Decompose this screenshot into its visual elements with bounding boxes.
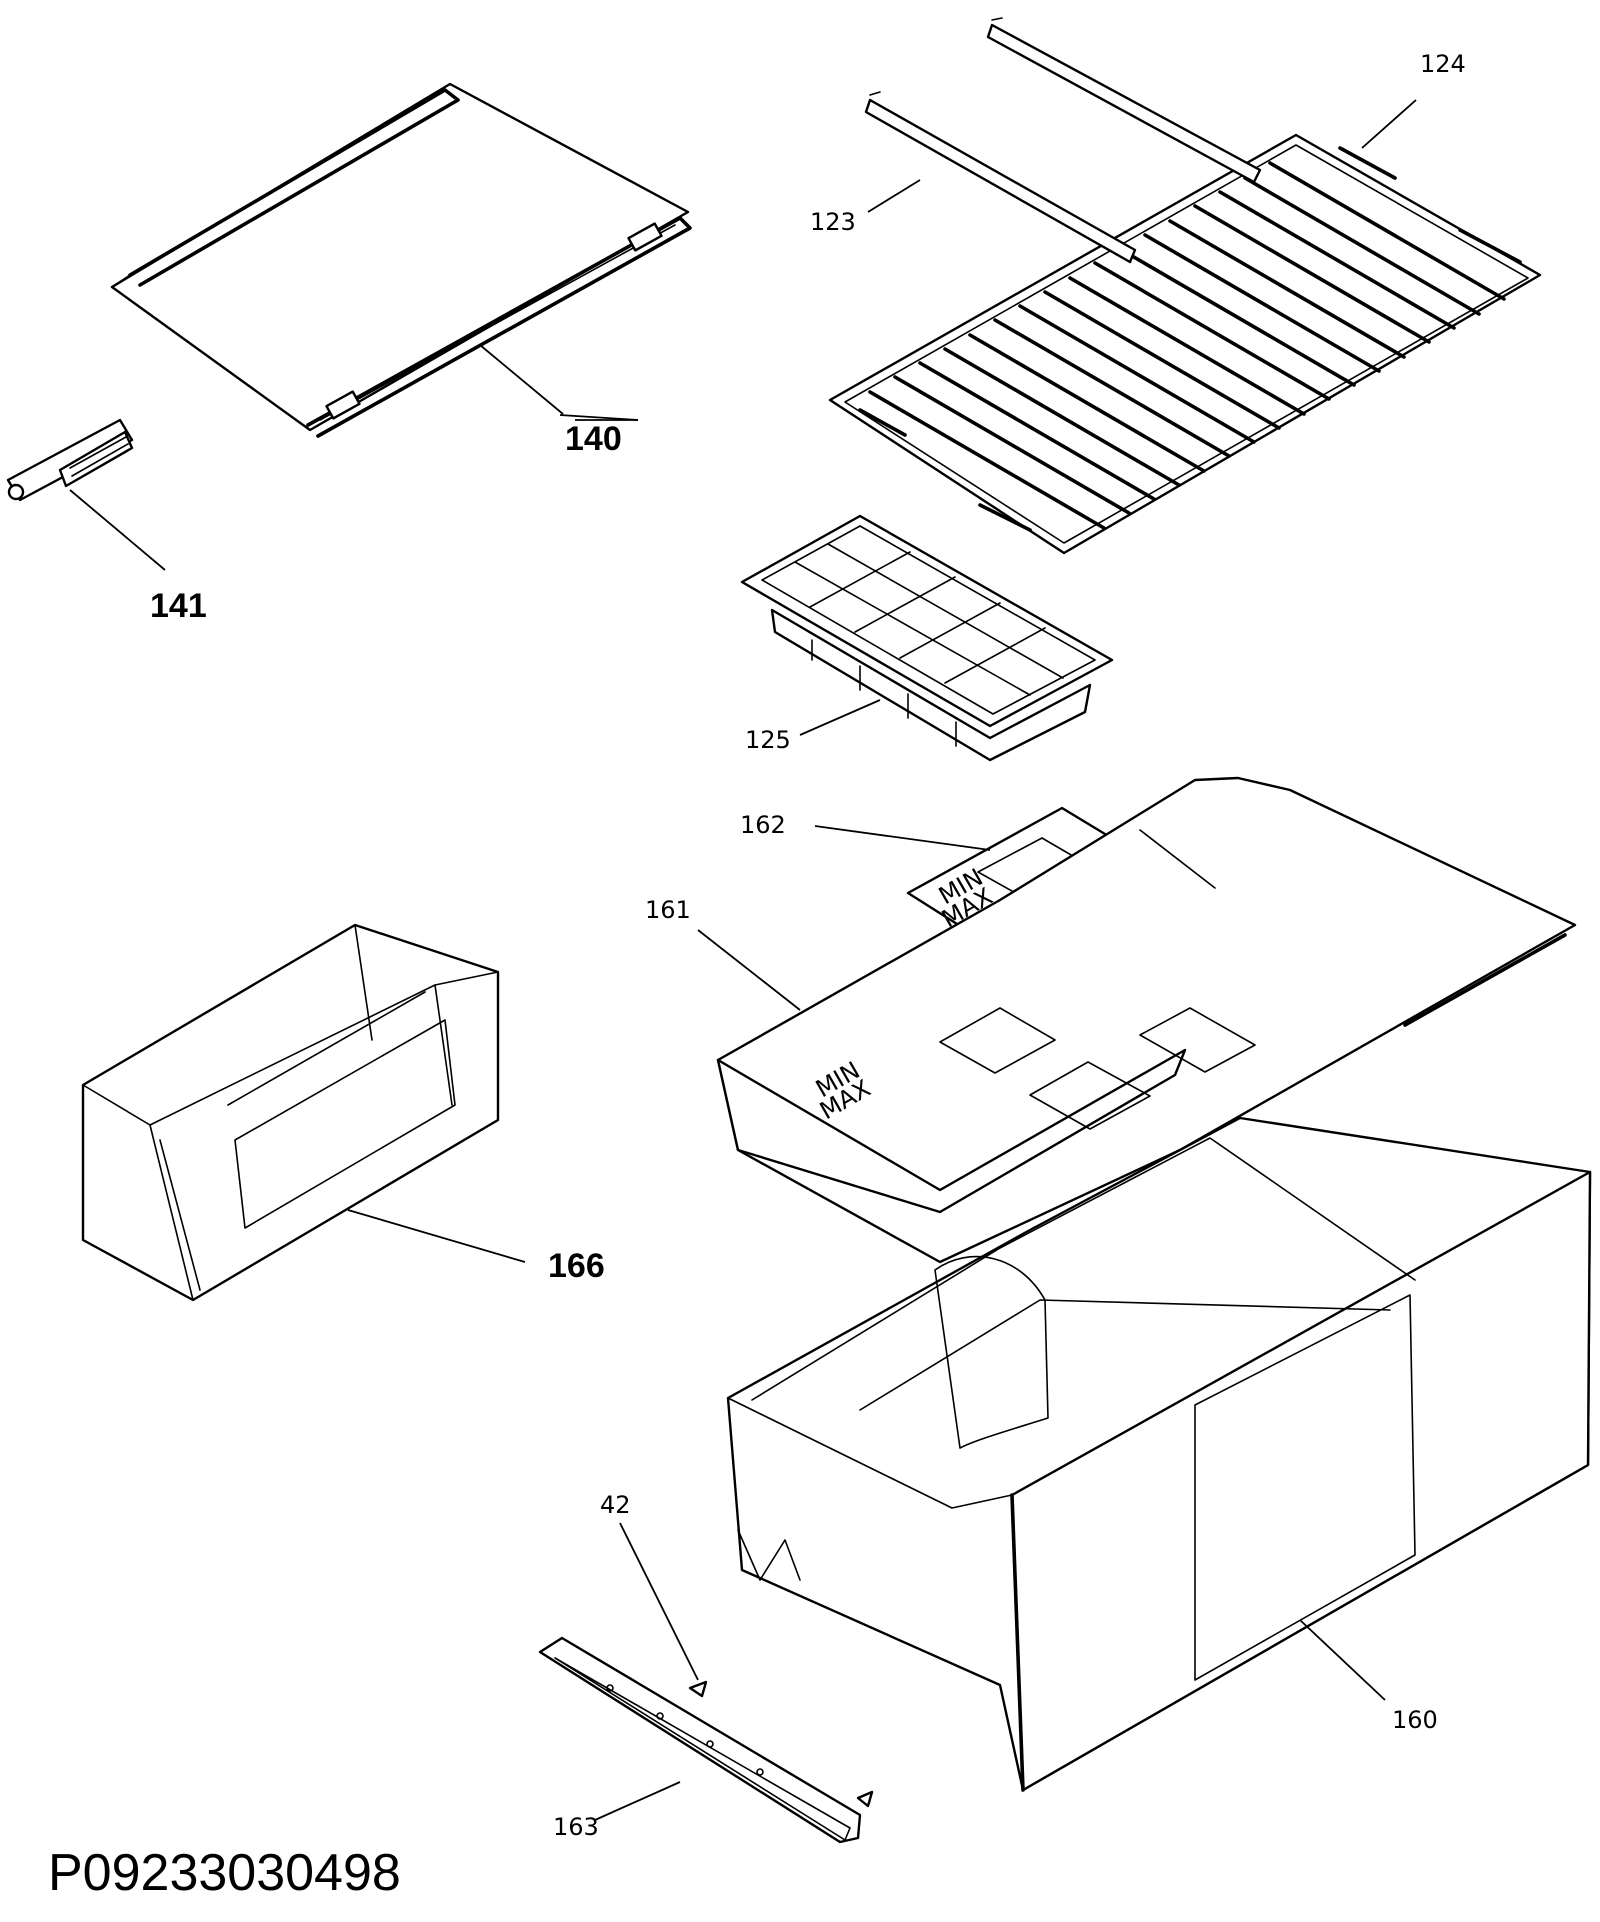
callout-125: 125 (745, 726, 791, 754)
part-163-slide-rail (538, 1636, 862, 1844)
callout-162: 162 (740, 811, 786, 839)
callout-42: 42 (600, 1491, 631, 1519)
part-140-glass-shelf (110, 82, 692, 438)
callout-123: 123 (810, 208, 856, 236)
callout-166: 166 (548, 1247, 605, 1285)
callout-160: 160 (1392, 1706, 1438, 1734)
document-id: P09233030498 (48, 1844, 401, 1902)
callout-124: 124 (1420, 50, 1466, 78)
callout-163: 163 (553, 1813, 599, 1841)
part-42-screw-icon (688, 1680, 874, 1808)
part-166-bin (81, 923, 500, 1302)
callout-140: 140 (565, 420, 622, 458)
part-125-ice-tray (740, 514, 1114, 762)
callout-161: 161 (645, 896, 691, 924)
part-123-shelf-rails (864, 17, 1262, 264)
callout-141: 141 (150, 587, 207, 625)
part-141-bracket (6, 418, 134, 502)
leader-lines (69, 99, 1417, 1821)
part-124-wire-shelf (828, 133, 1542, 555)
part-161-crisper-lid: MIN MAX (716, 776, 1577, 1264)
part-160-crisper-drawer (726, 1116, 1592, 1792)
